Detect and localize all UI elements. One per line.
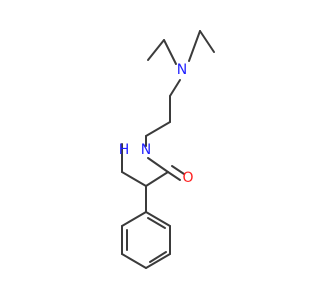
atom-n-amine: N — [177, 62, 187, 78]
atom-o: O — [182, 170, 193, 186]
bond-ethyl2-ch3 — [199, 30, 215, 53]
atom-label-n-amide: N — [141, 142, 151, 158]
phenyl-bond-3 — [121, 253, 147, 269]
bond-carbonyl-o-2 — [171, 165, 185, 175]
molecule-diagram: N N H O — [119, 30, 215, 269]
bond-carbonyl-o-1 — [167, 171, 181, 181]
atom-label-h-amide: H — [119, 142, 130, 158]
phenyl-double-2 — [149, 251, 167, 263]
phenyl-bond-1 — [121, 211, 147, 227]
atom-n-amide: N H — [119, 142, 152, 158]
atom-label-n-amine: N — [177, 62, 187, 78]
phenyl-double-3 — [147, 217, 166, 229]
bond-propyl-c2-c3 — [145, 121, 171, 137]
bond-carbonyl-alpha — [145, 171, 169, 187]
bond-ethyl1-ch3 — [147, 39, 165, 61]
phenyl-bond-6 — [145, 211, 171, 227]
bond-ethyl1-ch2-n — [163, 39, 177, 65]
bond-alpha-ch2 — [121, 171, 147, 187]
bond-ethyl2-ch2-n — [188, 30, 201, 62]
bond-nh-carbonyl — [147, 157, 169, 173]
atom-label-o: O — [182, 170, 193, 186]
phenyl-bond-4 — [145, 253, 171, 269]
bond-n-propyl-c1 — [169, 79, 181, 97]
